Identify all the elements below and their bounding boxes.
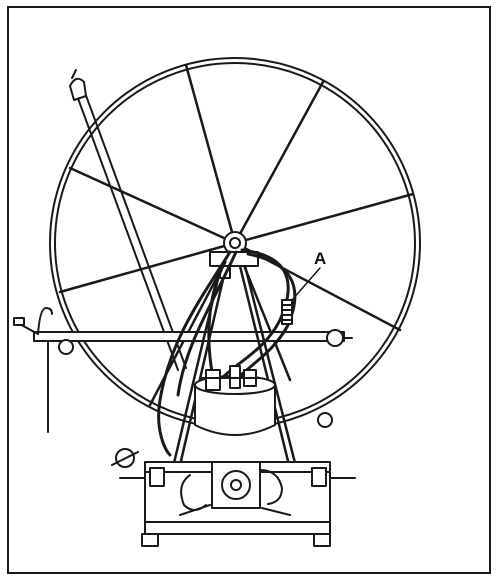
spoke-3 (233, 192, 415, 245)
pump-flywheel (221, 470, 251, 500)
spoke-5 (68, 166, 237, 245)
axle-block-right (311, 467, 327, 487)
handle-grip (13, 317, 25, 326)
callout-a-label: A (314, 249, 327, 268)
pump-shaft (230, 479, 242, 491)
tank-body (194, 384, 276, 436)
hose-3 (218, 248, 290, 382)
spoke-6 (58, 241, 237, 294)
hose-1 (157, 250, 232, 457)
side-knobs (111, 412, 333, 468)
beam-roller-right (326, 329, 344, 347)
pump-link-right (261, 507, 291, 516)
knob-left-handle (111, 451, 139, 466)
tank-valve-1 (205, 369, 221, 391)
beam-roller-left (58, 339, 74, 355)
guide-arm-rail-left (75, 92, 179, 371)
hub-inner (229, 237, 241, 249)
axle-block-left (149, 467, 165, 487)
pump-link-left (179, 504, 211, 516)
cross-beam-body (33, 331, 345, 342)
foot-right (313, 533, 331, 547)
spoke-1 (184, 63, 237, 245)
tank-housing (194, 365, 276, 436)
spring-housing (281, 299, 293, 325)
pump-motor (179, 461, 291, 516)
hose-5 (207, 260, 227, 374)
component-a-spring (281, 299, 293, 325)
guide-arm-rail-right (83, 89, 187, 369)
pump-hose-right (259, 469, 283, 505)
knob-right (317, 412, 333, 428)
guide-arm-tip (69, 77, 87, 101)
guide-arm (69, 69, 187, 371)
cross-beam (13, 307, 353, 433)
spoke-2 (233, 80, 325, 245)
foot-left (141, 533, 159, 547)
guide-arm-pin (71, 69, 77, 79)
hook (37, 307, 53, 335)
callout-a-leader (291, 267, 321, 301)
hose-2 (176, 250, 238, 397)
figure-border (7, 6, 491, 574)
